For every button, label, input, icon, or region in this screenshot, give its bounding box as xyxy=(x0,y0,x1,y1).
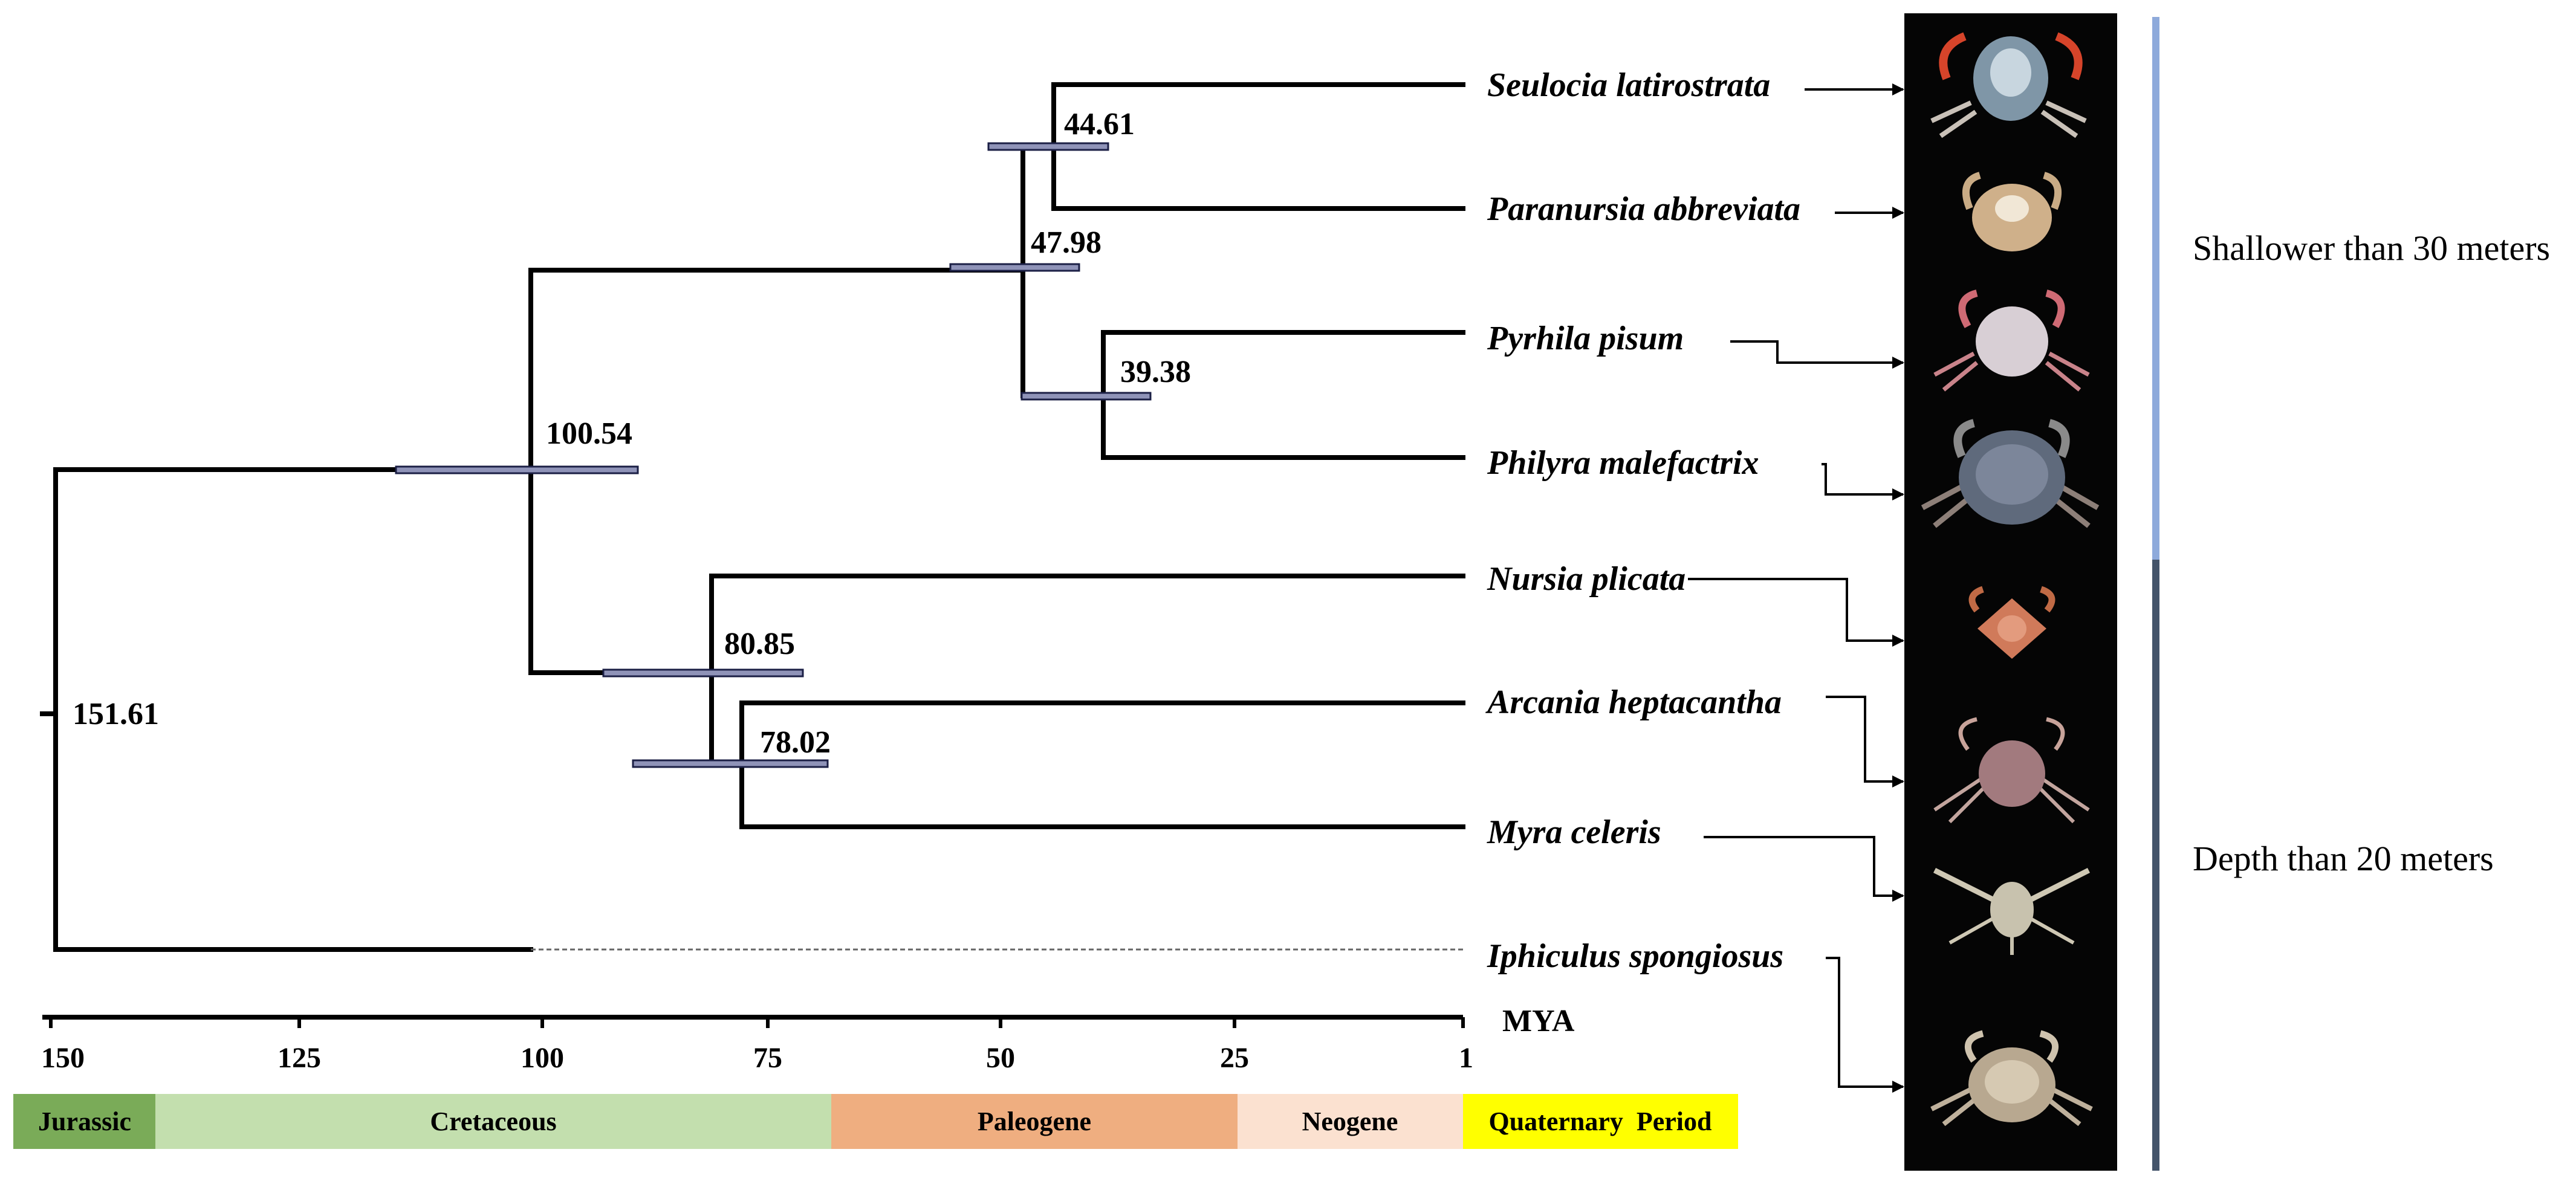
ci-bar-node-78 xyxy=(632,759,829,768)
node-age-label: 44.61 xyxy=(1064,107,1135,141)
crab-photo-myra xyxy=(1933,867,2091,955)
period-label: Neogene xyxy=(1302,1107,1398,1136)
time-axis: 150 125 100 75 50 25 1 MYA xyxy=(41,1004,1575,1074)
leader-line-pyrhila xyxy=(1730,340,1904,369)
taxon-labels: Seulocia latirostrata Paranursia abbrevi… xyxy=(1485,66,1800,975)
period-label: Jurassic xyxy=(38,1107,131,1136)
crab-photo-nursia xyxy=(1968,586,2055,659)
crab-photo-philyra xyxy=(1921,419,2100,528)
depth-label-deep: Depth than 20 meters xyxy=(2193,839,2494,878)
period-jurassic-box xyxy=(13,1094,155,1149)
period-quaternary-box xyxy=(1463,1094,1738,1149)
ci-bar-node-48 xyxy=(949,263,1080,272)
crab-photo-pyrhila xyxy=(1933,290,2090,392)
ci-bar-node-80 xyxy=(602,668,804,678)
axis-tick-label: 150 xyxy=(41,1042,85,1074)
axis-tick-label: 100 xyxy=(521,1042,564,1074)
leader-line-arcania xyxy=(1826,696,1904,788)
axis-unit-label: MYA xyxy=(1502,1004,1575,1038)
node-age-label: 80.85 xyxy=(724,627,795,661)
node-age-labels: 151.61 100.54 47.98 44.61 39.38 80.85 78… xyxy=(73,107,1191,760)
leader-line-myra xyxy=(1704,836,1904,902)
leader-line-iphiculus xyxy=(1826,957,1904,1093)
period-label: Paleogene xyxy=(978,1107,1091,1136)
node-age-label: 78.02 xyxy=(760,725,831,760)
axis-tick-label: 1 xyxy=(1459,1042,1473,1074)
period-cretaceous-box xyxy=(155,1094,831,1149)
axis-tick-label: 125 xyxy=(277,1042,321,1074)
taxon-label: Philyra malefactrix xyxy=(1487,444,1759,482)
crab-photo-arcania xyxy=(1933,717,2090,824)
depth-label-shallow: Shallower than 30 meters xyxy=(2193,228,2550,268)
taxon-label: Seulocia latirostrata xyxy=(1487,66,1770,104)
leader-line-nursia xyxy=(1688,578,1904,647)
crab-photo-seulocia xyxy=(1930,32,2087,138)
tree-branches xyxy=(40,82,1465,952)
period-paleogene-box xyxy=(831,1094,1238,1149)
period-label: Cretaceous xyxy=(430,1107,556,1136)
axis-tick-label: 25 xyxy=(1220,1042,1249,1074)
taxon-label: Iphiculus spongiosus xyxy=(1487,937,1783,975)
root-age-label: 151.61 xyxy=(73,697,159,731)
taxon-label: Paranursia abbreviata xyxy=(1487,190,1800,228)
node-age-label: 100.54 xyxy=(546,416,632,451)
axis-tick-label: 75 xyxy=(753,1042,782,1074)
node-age-label: 47.98 xyxy=(1031,225,1101,260)
taxon-label: Nursia plicata xyxy=(1487,560,1685,598)
confidence-interval-bars xyxy=(395,142,1152,768)
leader-lines xyxy=(1688,83,1904,1093)
ci-bar-node-44 xyxy=(987,142,1109,151)
ci-bar-node-100 xyxy=(395,465,639,474)
geologic-period-bar: Jurassic Cretaceous Paleogene Neogene Qu… xyxy=(13,1094,1738,1149)
period-neogene-box xyxy=(1238,1094,1463,1149)
crab-photo-panel xyxy=(1904,13,2117,1171)
depth-bar-deep xyxy=(2152,560,2159,1171)
crab-photo-paranursia xyxy=(1962,172,2062,251)
axis-tick-label: 50 xyxy=(986,1042,1015,1074)
taxon-label: Pyrhila pisum xyxy=(1487,320,1684,357)
crab-photo-iphiculus xyxy=(1930,1030,2093,1127)
period-label: Quaternary Period xyxy=(1488,1107,1711,1136)
depth-bar-shallow xyxy=(2152,17,2159,560)
depth-legend: Shallower than 30 meters Depth than 20 m… xyxy=(2152,17,2550,1171)
taxon-label: Myra celeris xyxy=(1487,814,1661,851)
taxon-label: Arcania heptacantha xyxy=(1485,684,1782,721)
node-age-label: 39.38 xyxy=(1120,355,1191,389)
ci-bar-node-39 xyxy=(1020,392,1152,401)
leader-line-philyra xyxy=(1822,463,1904,500)
